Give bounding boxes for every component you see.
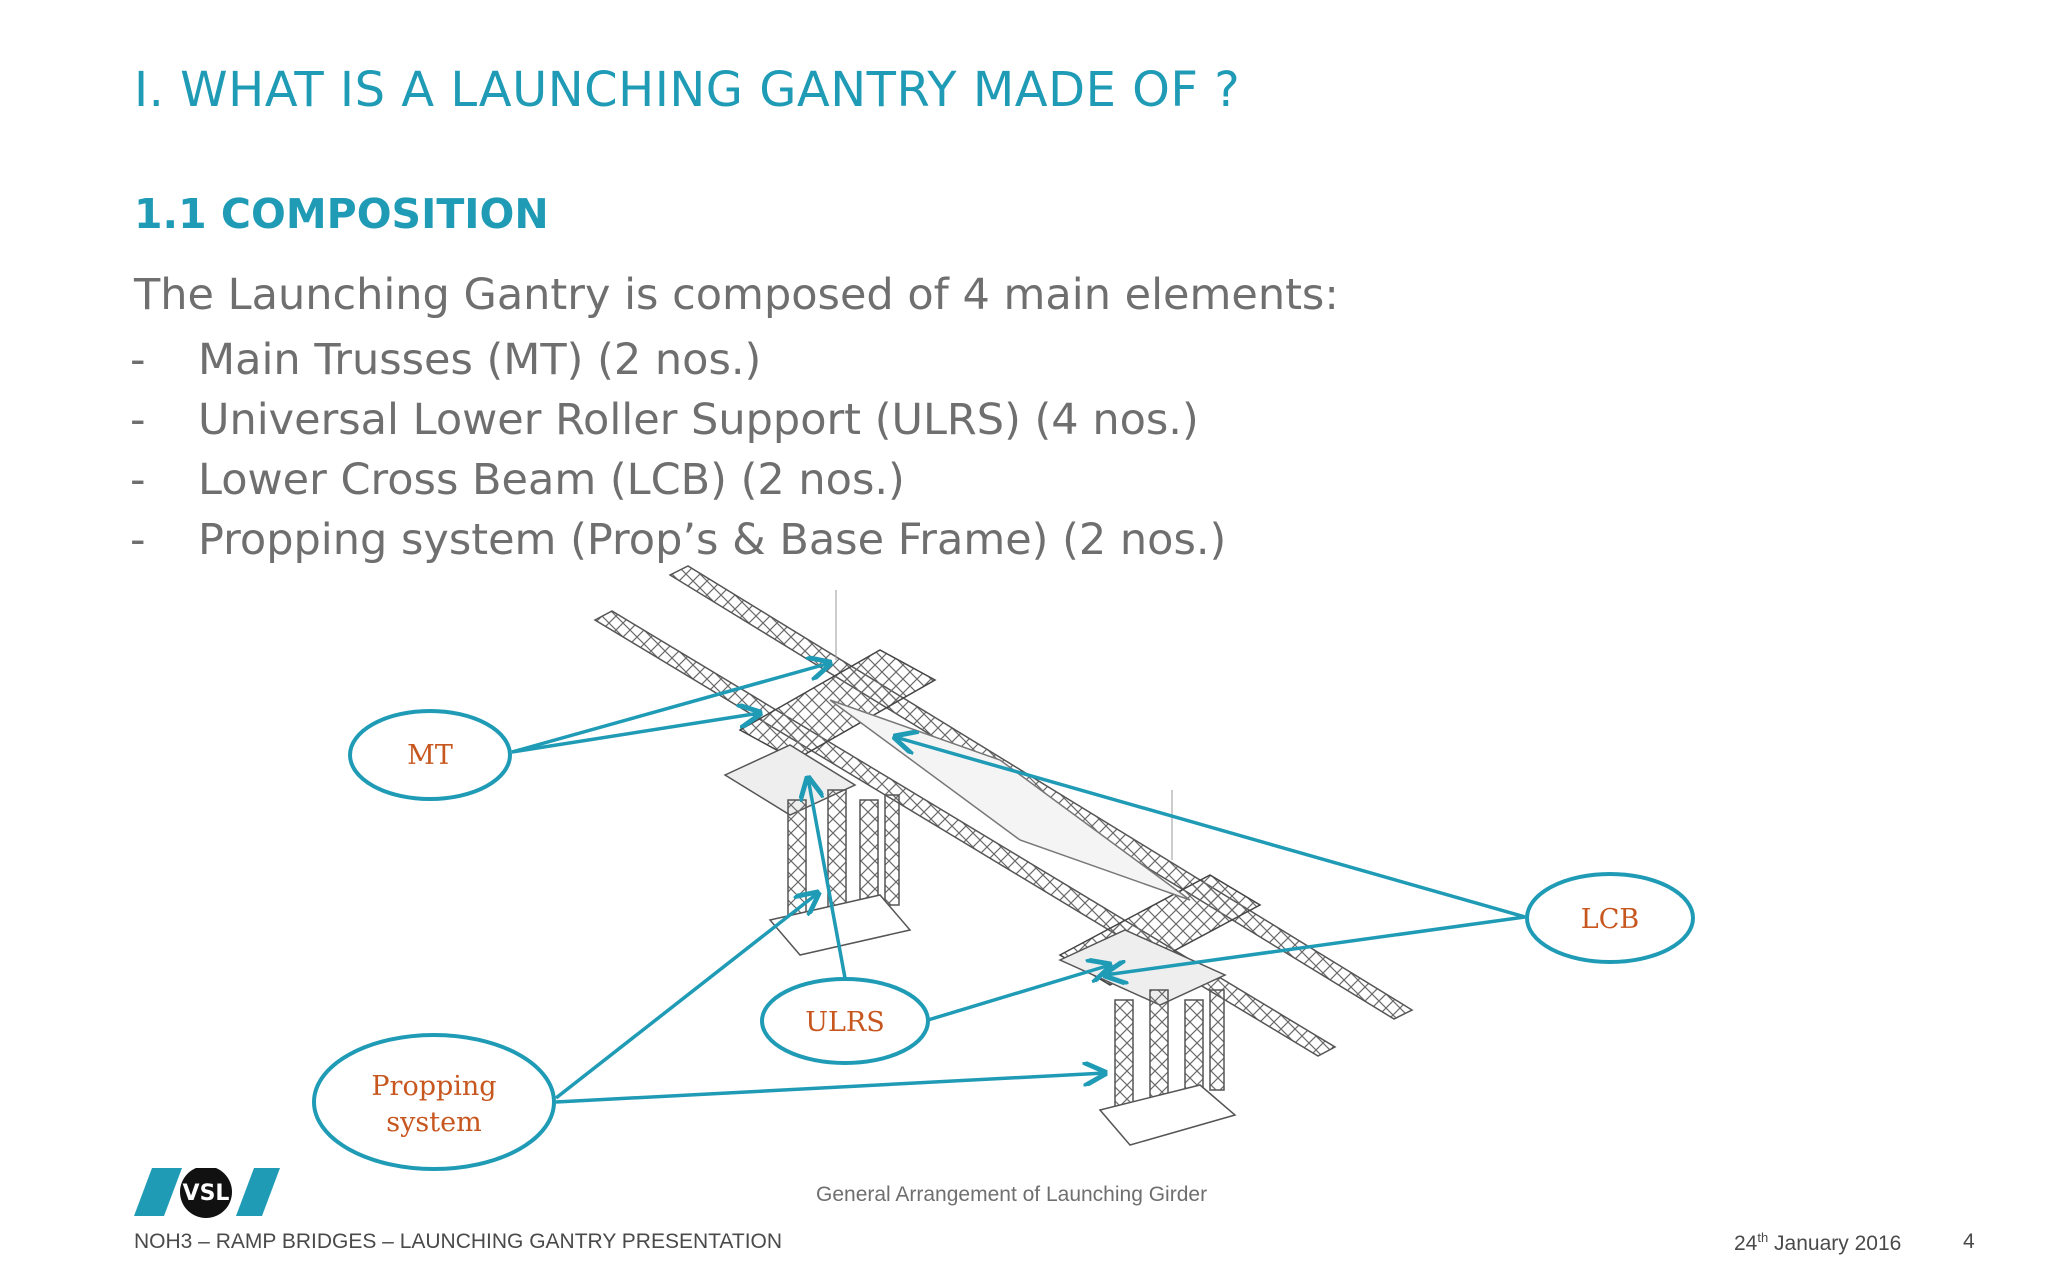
list-item: - Propping system (Prop’s & Base Frame) (… xyxy=(130,510,1226,570)
callout-propping-label-line1: Propping xyxy=(371,1071,496,1102)
footer-date: 24th January 2016 xyxy=(1734,1230,1901,1256)
callout-propping-label-line2: system xyxy=(386,1107,481,1138)
callout-lcb: LCB xyxy=(1525,872,1695,964)
footer-date-suffix: th xyxy=(1757,1230,1769,1245)
intro-text: The Launching Gantry is composed of 4 ma… xyxy=(134,270,1339,320)
central-deck xyxy=(829,699,1191,901)
bullet-marker: - xyxy=(130,395,146,445)
callout-mt: MT xyxy=(348,709,512,801)
list-item-text: Lower Cross Beam (LCB) (2 nos.) xyxy=(198,455,905,505)
platform-front xyxy=(1058,929,1227,1006)
section-subtitle: 1.1 COMPOSITION xyxy=(134,190,549,238)
callout-ulrs: ULRS xyxy=(760,977,930,1065)
callout-mt-label: MT xyxy=(407,740,453,771)
list-item-text: Propping system (Prop’s & Base Frame) (2… xyxy=(198,515,1227,565)
vsl-logo: VSL xyxy=(134,1168,280,1218)
list-item-text: Main Trusses (MT) (2 nos.) xyxy=(198,335,762,385)
list-item: - Lower Cross Beam (LCB) (2 nos.) xyxy=(130,450,1226,510)
gantry-illustration xyxy=(593,565,1414,1146)
elements-list: - Main Trusses (MT) (2 nos.) - Universal L… xyxy=(130,330,1226,570)
footer-presentation-title: NOH3 – RAMP BRIDGES – LAUNCHING GANTRY P… xyxy=(134,1230,783,1253)
bullet-marker: - xyxy=(130,455,146,505)
callout-propping: Propping system xyxy=(312,1033,556,1171)
bullet-marker: - xyxy=(130,335,146,385)
callout-lcb-label: LCB xyxy=(1581,904,1639,935)
figure-caption: General Arrangement of Launching Girder xyxy=(816,1183,1208,1206)
callout-ulrs-label: ULRS xyxy=(805,1007,885,1038)
props-rear xyxy=(768,789,912,956)
logo-text: VSL xyxy=(183,1181,230,1206)
list-item: - Main Trusses (MT) (2 nos.) xyxy=(130,330,1226,390)
slide-title: I. WHAT IS A LAUNCHING GANTRY MADE OF ? xyxy=(134,62,1241,118)
bullet-marker: - xyxy=(130,515,146,565)
page-number: 4 xyxy=(1963,1230,1975,1253)
list-item-text: Universal Lower Roller Support (ULRS) (4… xyxy=(198,395,1199,445)
gantry-diagram: MT LCB ULRS Propping system xyxy=(312,565,1695,1171)
footer-date-rest: January 2016 xyxy=(1768,1232,1902,1255)
footer-date-day: 24 xyxy=(1734,1232,1758,1255)
list-item: - Universal Lower Roller Support (ULRS) (… xyxy=(130,390,1226,450)
props-front xyxy=(1098,989,1237,1146)
callout-lines xyxy=(511,663,1526,1104)
